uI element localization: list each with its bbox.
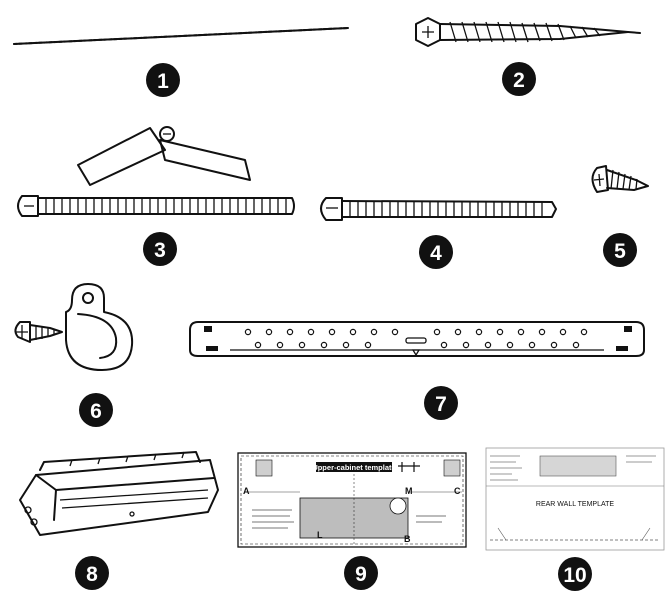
rear-wall-template-icon: REAR WALL TEMPLATE bbox=[485, 447, 665, 551]
part-number: 9 bbox=[355, 563, 367, 586]
cable-clamp-with-screw-icon bbox=[14, 283, 134, 371]
template-title: REAR WALL TEMPLATE bbox=[536, 501, 615, 508]
part-number: 1 bbox=[157, 70, 169, 93]
lag-screw-icon bbox=[415, 17, 641, 47]
mounting-plate-icon bbox=[189, 321, 645, 357]
template-title: Upper-cabinet template bbox=[312, 463, 395, 472]
part-number-badge: 9 bbox=[344, 556, 378, 590]
upper-cabinet-template-icon: Upper-cabinet template A M C L B bbox=[237, 452, 467, 548]
part-number-badge: 2 bbox=[502, 62, 536, 96]
machine-bolt-icon bbox=[320, 197, 557, 221]
vent-adapter-icon bbox=[19, 451, 219, 536]
part-number: 3 bbox=[154, 239, 166, 262]
toggle-bolt-icon bbox=[17, 126, 295, 217]
part-number: 10 bbox=[563, 564, 586, 587]
part-number-badge: 3 bbox=[143, 232, 177, 266]
part-number-badge: 5 bbox=[603, 233, 637, 267]
part-number-badge: 1 bbox=[146, 63, 180, 97]
part-number: 7 bbox=[435, 393, 447, 416]
part-number-badge: 7 bbox=[424, 386, 458, 420]
template-letter-m: M bbox=[405, 486, 413, 496]
template-letter-a: A bbox=[243, 486, 250, 496]
part-number: 6 bbox=[90, 400, 102, 423]
part-number-badge: 4 bbox=[419, 235, 453, 269]
template-letter-l: L bbox=[317, 530, 323, 540]
part-number: 8 bbox=[86, 563, 98, 586]
part-number-badge: 8 bbox=[75, 556, 109, 590]
part-number-badge: 10 bbox=[558, 557, 592, 591]
part-number: 4 bbox=[430, 242, 442, 265]
part-number: 2 bbox=[513, 69, 525, 92]
part-number: 5 bbox=[614, 240, 626, 263]
wall-anchor-strip-icon bbox=[13, 27, 349, 45]
part-number-badge: 6 bbox=[79, 393, 113, 427]
template-letter-b: B bbox=[404, 534, 411, 544]
short-screw-icon bbox=[591, 165, 649, 193]
template-letter-c: C bbox=[454, 486, 461, 496]
